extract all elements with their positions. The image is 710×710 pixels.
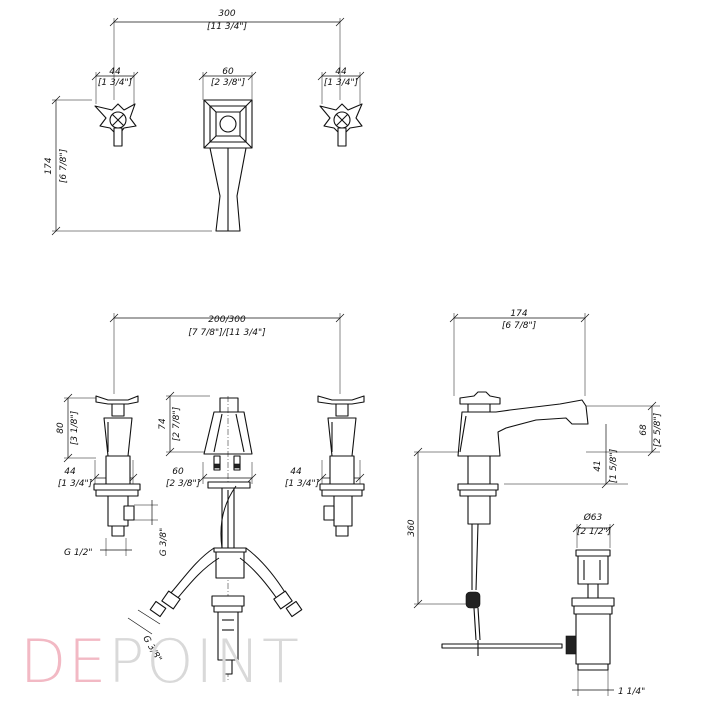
top-right-handle-dim: 44	[335, 67, 347, 77]
top-depth-dim: 174	[44, 157, 54, 174]
front-spout-height-dim: 74	[158, 418, 168, 430]
side-outlet-height-dim-in: [2 5/8"]	[653, 412, 663, 447]
side-reach-dim-in: [6 7/8"]	[502, 321, 537, 331]
logo-text-de: DE	[20, 627, 109, 697]
top-spout-dim: 60	[222, 67, 234, 77]
side-waste-dia-dim: Ø63	[583, 512, 603, 523]
side-outlet-height-dim: 68	[639, 424, 649, 436]
top-spout-dim-in: [2 3/8"]	[211, 78, 246, 88]
front-spout-base-dim: 60	[172, 467, 184, 477]
top-overall-dim-in: [11 3/4"]	[207, 22, 247, 32]
front-handle-height-dim: 80	[56, 422, 66, 434]
top-left-handle-dim-in: [1 3/4"]	[98, 78, 133, 88]
front-spout	[203, 396, 253, 680]
top-overall-dim: 300	[218, 9, 235, 19]
top-left-handle	[94, 103, 137, 147]
side-under-spout-dim-in: [1 5/8"]	[609, 448, 619, 483]
top-view: 300 [11 3/4"] 44 [1 3/4"] 60 [2 3/8"] 44…	[44, 9, 365, 236]
front-inlet-thread: G 1/2"	[64, 548, 92, 558]
logo-text-point: POINT	[108, 627, 301, 697]
front-spacing-dim-in: [7 7/8"]/[11 3/4"]	[188, 328, 266, 338]
front-hoses	[127, 485, 303, 635]
front-handle-height-dim-in: [3 1/8"]	[70, 410, 80, 445]
top-left-handle-dim: 44	[109, 67, 121, 77]
side-under-spout-dim: 41	[593, 460, 603, 471]
front-waste	[211, 595, 245, 675]
side-reach-dim: 174	[510, 309, 527, 319]
brand-logo: DE POINT	[20, 628, 301, 692]
side-total-height-dim: 360	[407, 519, 417, 536]
side-view: 174 [6 7/8"] 68 [2 5/8"] 41 [1 5/8"] 360…	[407, 309, 663, 697]
top-right-handle	[319, 103, 363, 147]
front-spout-base-dim-in: [2 3/8"]	[166, 479, 201, 489]
side-waste-dia-dim-in: [2 1/2"]	[577, 527, 612, 537]
front-left-valve	[93, 395, 158, 556]
front-outlet-thread: G 3/8"	[159, 528, 169, 556]
front-spacing-dim: 200/300	[208, 315, 246, 325]
front-right-base-dim: 44	[290, 467, 302, 477]
front-view: 200/300 [7 7/8"]/[11 3/4"] 80 [3 1/8"] 7…	[56, 313, 365, 680]
top-spout	[203, 99, 253, 232]
side-waste	[565, 549, 615, 671]
side-waste-thread-dim: 1 1/4"	[618, 687, 645, 697]
top-depth-dim-in: [6 7/8"]	[59, 148, 69, 183]
top-right-handle-dim-in: [1 3/4"]	[324, 78, 359, 88]
front-right-base-dim-in: [1 3/4"]	[285, 479, 320, 489]
front-spout-height-dim-in: [2 7/8"]	[172, 406, 182, 441]
side-mixer	[441, 391, 589, 656]
front-left-base-dim: 44	[64, 467, 76, 477]
front-right-valve	[317, 395, 365, 537]
front-left-base-dim-in: [1 3/4"]	[58, 479, 93, 489]
